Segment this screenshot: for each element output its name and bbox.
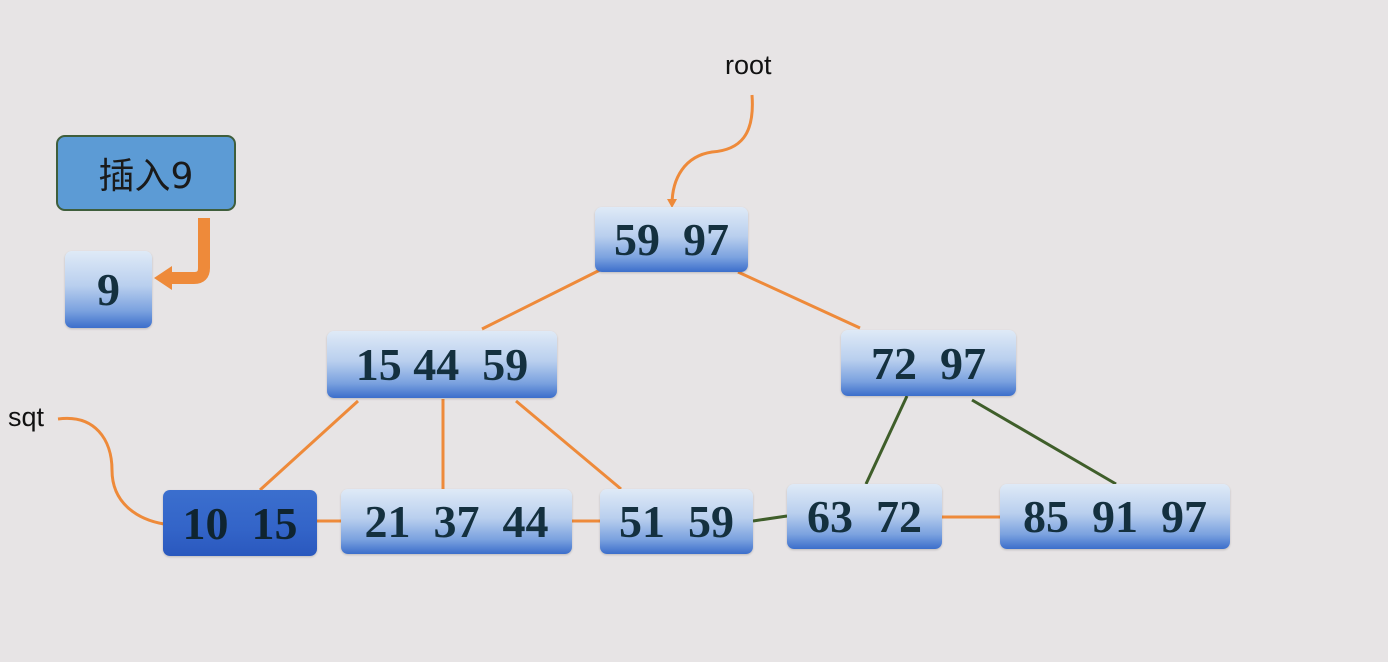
root-node: 59 97 xyxy=(595,207,748,272)
sqt-pointer-label: sqt xyxy=(8,402,45,432)
root-pointer-line xyxy=(670,94,754,206)
leaf-node-2: 21 37 44 xyxy=(341,489,572,554)
leaf-node-5: 85 91 97 xyxy=(1000,484,1230,549)
internal-node-left: 15 44 59 xyxy=(327,331,557,398)
leaf-node-3: 51 59 xyxy=(600,489,753,554)
sqt-pointer-line xyxy=(57,416,165,526)
edge-59-leaf xyxy=(515,399,622,491)
leaf-node-4: 63 72 xyxy=(787,484,942,549)
insert-arrow-head xyxy=(154,266,172,290)
edge-root-right xyxy=(737,270,861,330)
edge-root-left xyxy=(481,268,601,331)
insert-arrow-line xyxy=(168,218,210,284)
inserted-key-node: 9 xyxy=(65,251,152,328)
root-pointer-label: root xyxy=(725,50,772,80)
edge-15-leaf xyxy=(258,399,360,492)
internal-node-right: 72 97 xyxy=(841,330,1016,396)
leaf-node-1: 10 15 xyxy=(163,490,317,556)
leaf-link-3 xyxy=(752,514,788,523)
edge-72-leaf xyxy=(864,395,909,485)
insert-action-box: 插入9 xyxy=(56,135,236,211)
edge-97-leaf xyxy=(971,398,1117,486)
root-pointer-arrowhead xyxy=(667,199,677,208)
